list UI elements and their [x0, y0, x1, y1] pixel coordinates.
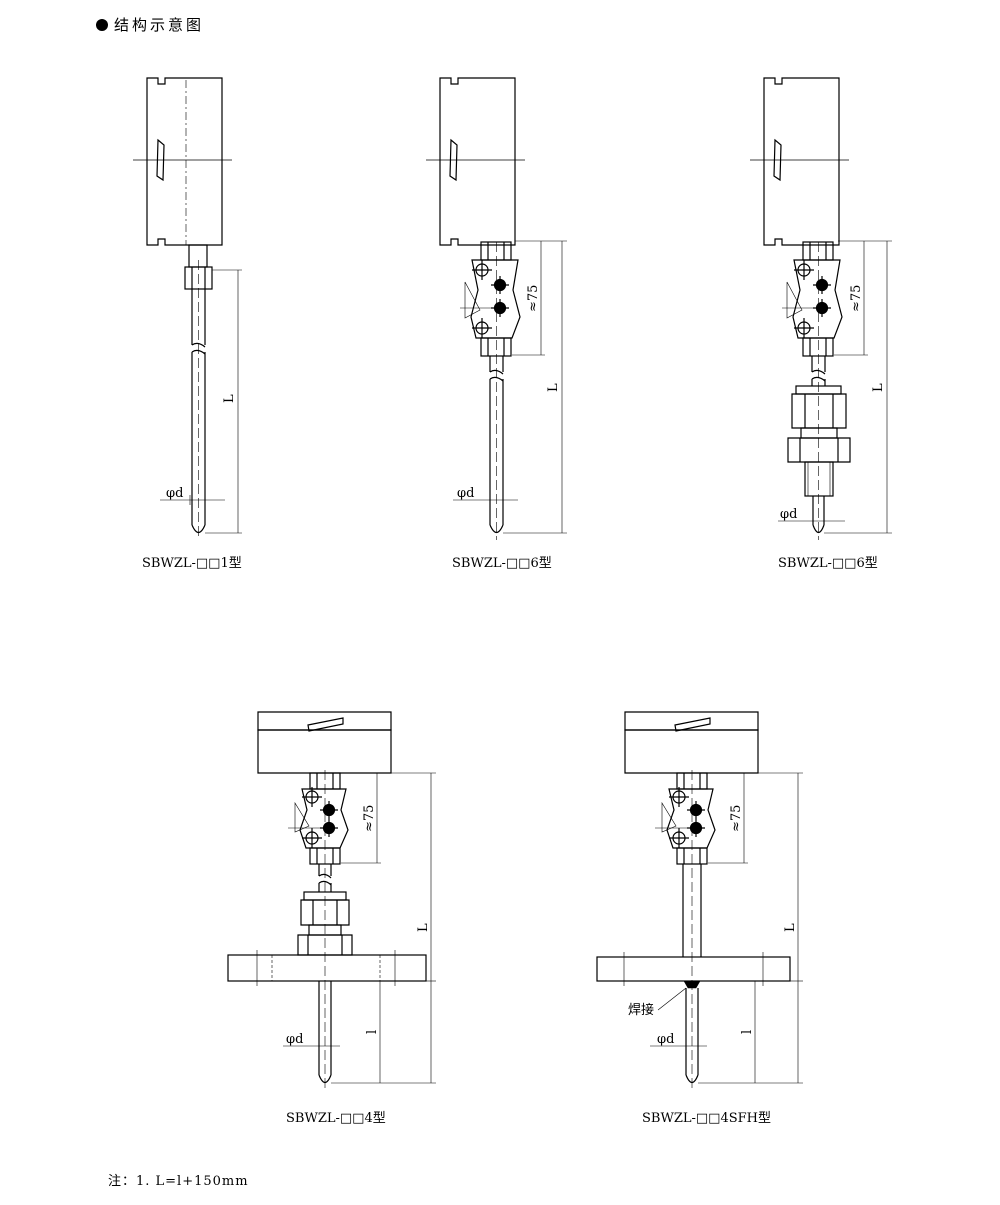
- fig3-dim-L: L: [871, 383, 886, 392]
- fig5-dim-d: φd: [657, 1032, 674, 1047]
- fig2-dim-L: L: [546, 383, 561, 392]
- fig3-dim-75: ≈75: [849, 285, 864, 312]
- fig4-caption: SBWZL-□□4型: [286, 1111, 386, 1126]
- fig3-caption: SBWZL-□□6型: [778, 556, 878, 571]
- figure-1: [133, 77, 242, 540]
- section-title: 结构示意图: [114, 16, 205, 34]
- fig2-caption: SBWZL-□□6型: [452, 556, 552, 571]
- footnote: 注：1. L=l+150mm: [108, 1174, 249, 1189]
- fig2-dim-75: ≈75: [526, 285, 541, 312]
- section-header: 结构示意图: [96, 14, 204, 35]
- fig4-dim-L: L: [416, 923, 431, 932]
- fig5-dim-l: l: [740, 1030, 755, 1034]
- fig3-dim-d: φd: [780, 507, 797, 522]
- figure-5: [596, 711, 803, 1090]
- fig5-caption: SBWZL-□□4SFH型: [642, 1111, 771, 1126]
- fig5-weld-label: 焊接: [628, 1002, 654, 1018]
- figure-3: [750, 77, 892, 540]
- fig1-dim-L: L: [222, 394, 237, 403]
- fig5-dim-L: L: [783, 923, 798, 932]
- bullet-icon: [96, 19, 108, 31]
- fig1-caption: SBWZL-□□1型: [142, 556, 242, 571]
- figure-4: [227, 711, 436, 1090]
- figure-2: [426, 77, 567, 540]
- fig2-dim-d: φd: [457, 486, 474, 501]
- fig5-dim-75: ≈75: [729, 805, 744, 832]
- fig1-dim-d: φd: [166, 486, 183, 501]
- fig4-dim-75: ≈75: [362, 805, 377, 832]
- fig4-dim-d: φd: [286, 1032, 303, 1047]
- fig4-dim-l: l: [365, 1030, 380, 1034]
